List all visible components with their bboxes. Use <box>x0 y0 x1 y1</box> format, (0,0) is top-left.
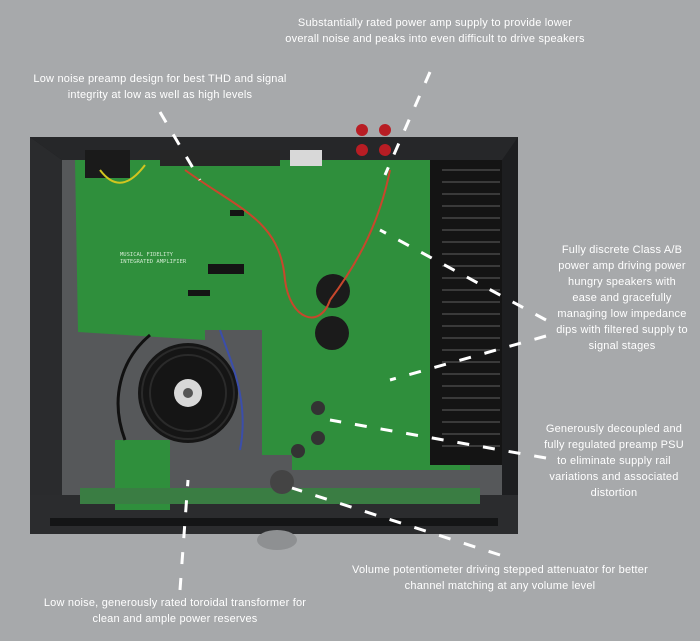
callout-transformer: Low noise, generously rated toroidal tra… <box>43 597 307 625</box>
wire <box>184 169 331 319</box>
callout-preamp-psu: Generously decoupled and fully regulated… <box>544 423 684 499</box>
callout-power-amp: Fully discrete Class A/B power amp drivi… <box>556 244 688 352</box>
callout-lines <box>158 71 547 591</box>
wire <box>219 329 244 451</box>
volume-knob <box>257 530 297 550</box>
capacitor <box>291 444 305 458</box>
main-pcb <box>75 160 470 470</box>
front-pcb <box>80 488 480 504</box>
rear-connector <box>290 150 322 166</box>
board-label-line2: INTEGRATED AMPLIFIER <box>120 259 187 265</box>
capacitor <box>311 401 325 415</box>
top-wall <box>30 137 518 160</box>
callout-preamp: Low noise preamp design for best THD and… <box>33 73 287 101</box>
board-label-line1: MUSICAL FIDELITY <box>120 252 174 258</box>
callout-volume: Volume potentiometer driving stepped att… <box>352 564 648 592</box>
heatsink <box>430 160 502 465</box>
wire <box>99 164 146 184</box>
wire <box>329 169 391 301</box>
ic-chip <box>188 290 210 296</box>
speaker-terminals <box>356 124 391 156</box>
capacitor <box>315 316 349 350</box>
left-wall <box>30 137 62 520</box>
heatsink-fins <box>442 169 500 447</box>
ic-chip <box>230 210 244 216</box>
wire <box>116 333 151 441</box>
capacitor <box>311 431 325 445</box>
capacitor <box>270 470 294 494</box>
front-panel-lip <box>50 518 498 526</box>
rca-inputs <box>160 150 280 166</box>
callout-power-supply: Substantially rated power amp supply to … <box>285 17 585 45</box>
ic-chip <box>208 264 244 274</box>
iec-inlet <box>85 150 130 178</box>
